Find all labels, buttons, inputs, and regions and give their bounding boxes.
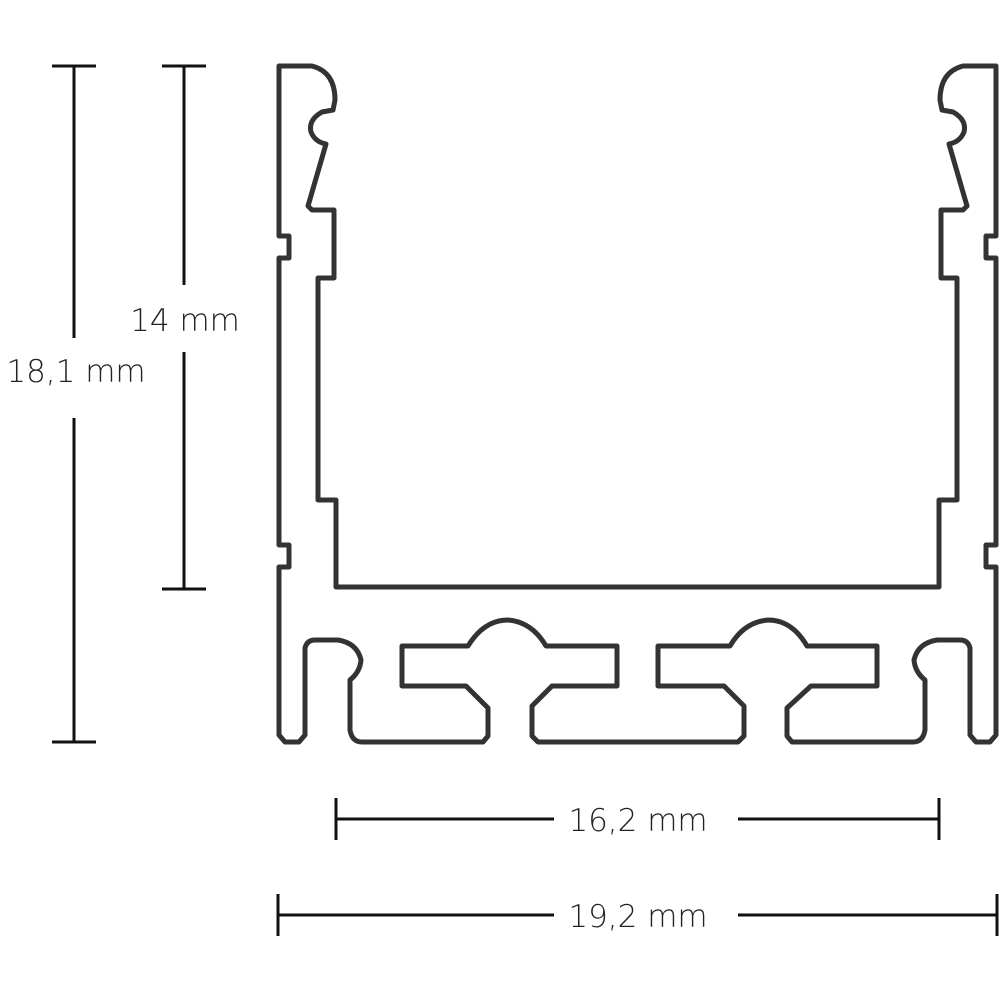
dimension-label-overall-width: 19,2 mm bbox=[568, 899, 707, 935]
profile-outline bbox=[276, 63, 999, 745]
dimension-label-inner-width: 16,2 mm bbox=[568, 803, 707, 839]
dimension-inner-width: 16,2 mm bbox=[334, 798, 941, 840]
dimension-label-inner-height: 14 mm bbox=[130, 303, 240, 339]
dimension-overall-height: 18,1 mm bbox=[6, 64, 146, 744]
dimension-label-overall-height: 18,1 mm bbox=[6, 354, 145, 390]
dimension-overall-width: 19,2 mm bbox=[276, 894, 999, 936]
dimension-inner-height: 14 mm bbox=[130, 64, 240, 591]
